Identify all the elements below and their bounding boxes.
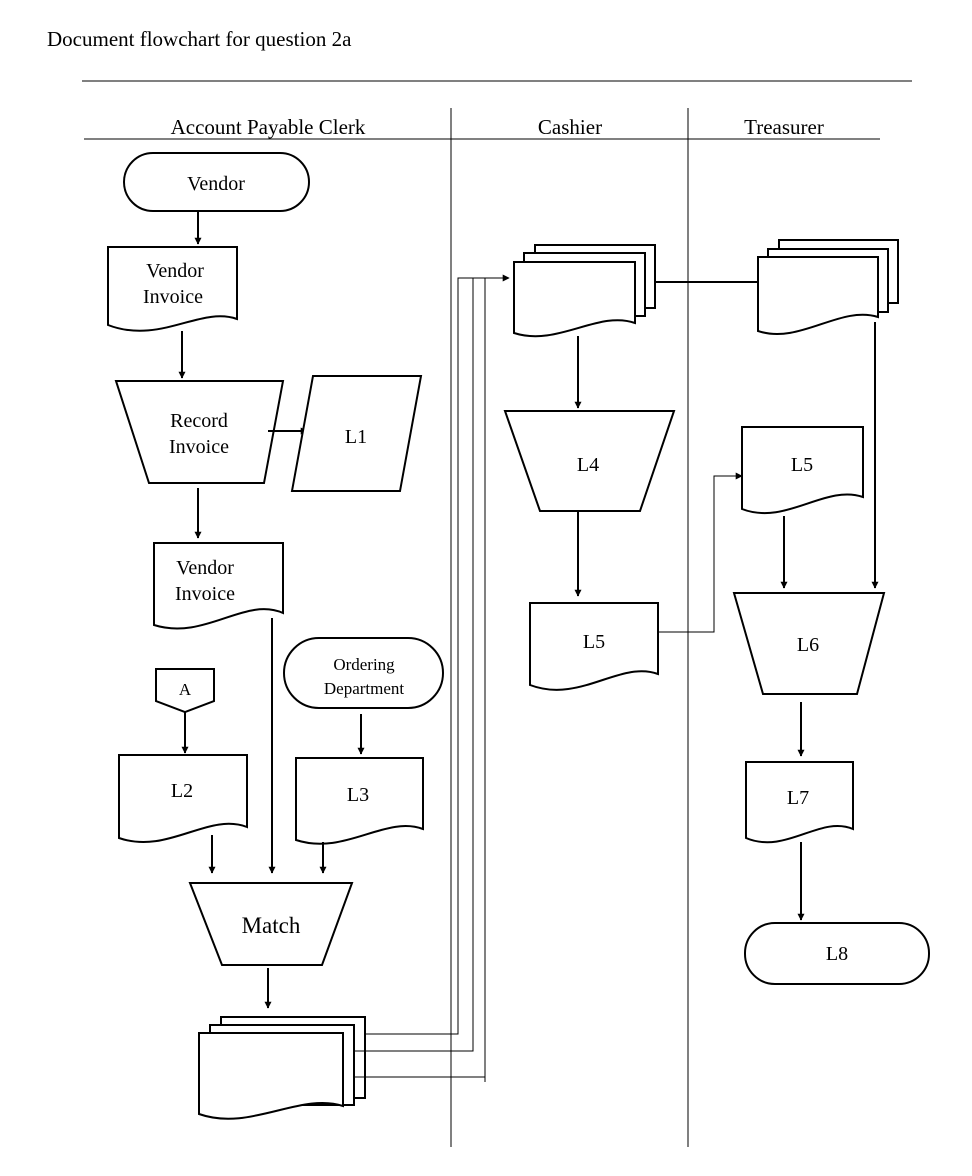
l5-cashier-label: L5 (583, 631, 605, 653)
l4-label: L4 (577, 454, 599, 476)
match-label: Match (242, 913, 301, 938)
l3-label: L3 (347, 784, 369, 806)
l2-label: L2 (171, 780, 193, 802)
cashier-documents-multi (513, 244, 656, 338)
l7-label: L7 (787, 787, 809, 809)
connector-docs-to-cashier-1 (365, 274, 510, 1035)
record-invoice-label-line1: Record (170, 410, 228, 432)
l1-label: L1 (345, 426, 367, 448)
l5-treasurer-label: L5 (791, 454, 813, 476)
l8-terminal: L8 (744, 922, 930, 985)
l6-manual-operation: L6 (732, 592, 886, 695)
match-manual-operation: Match (188, 882, 354, 966)
l2-document: L2 (118, 754, 248, 844)
matched-documents-multi (198, 1016, 366, 1120)
connector-a-label: A (179, 680, 192, 699)
ordering-department-terminal: Ordering Department (283, 637, 444, 709)
vendor-invoice-document-2: Vendor Invoice (153, 542, 284, 630)
lane-header-cashier: Cashier (538, 115, 602, 139)
vendor-invoice-document-1: Vendor Invoice (107, 246, 238, 332)
connector-l5-to-treasurer (658, 472, 743, 633)
record-invoice-manual-operation: Record Invoice (114, 380, 285, 484)
lane-header-treasurer: Treasurer (744, 115, 824, 139)
l1-journal: L1 (290, 375, 423, 492)
ordering-department-label-line1: Ordering (333, 655, 395, 674)
l3-document: L3 (295, 757, 424, 845)
treasurer-documents-multi (757, 239, 899, 335)
ordering-department-label-line2: Department (324, 679, 405, 698)
offpage-connector-a: A (155, 668, 215, 714)
l7-document: L7 (745, 761, 854, 844)
connector-docs-to-cashier-2 (354, 278, 474, 1052)
l8-label: L8 (826, 943, 848, 965)
vendor-invoice-1-label-line2: Invoice (143, 286, 203, 308)
vendor-terminal: Vendor (123, 152, 310, 212)
l6-label: L6 (797, 634, 819, 656)
vendor-invoice-2-label-line2: Invoice (175, 583, 235, 605)
vendor-invoice-2-label-line1: Vendor (176, 557, 234, 579)
record-invoice-label-line2: Invoice (169, 436, 229, 458)
page-title: Document flowchart for question 2a (47, 27, 352, 51)
l5-document-cashier: L5 (529, 602, 659, 691)
vendor-invoice-1-label-line1: Vendor (146, 260, 204, 282)
vendor-terminal-label: Vendor (187, 173, 245, 195)
l5-document-treasurer: L5 (741, 426, 864, 515)
l4-manual-operation: L4 (503, 410, 676, 512)
lane-header-clerk: Account Payable Clerk (171, 115, 366, 139)
